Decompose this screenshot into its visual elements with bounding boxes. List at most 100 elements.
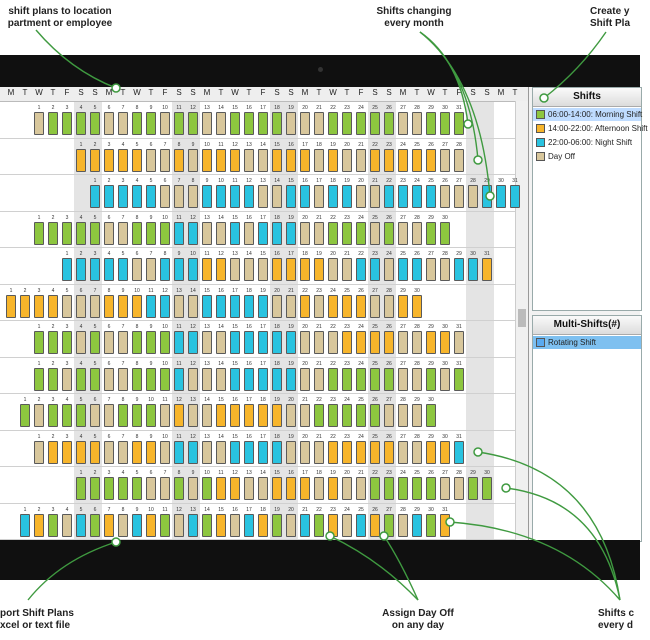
shift-cell[interactable] [244, 112, 254, 135]
shift-cell[interactable] [426, 185, 436, 208]
shift-cell[interactable] [118, 258, 128, 281]
shift-cell[interactable] [244, 440, 254, 464]
shift-cell[interactable] [202, 477, 212, 500]
shift-list-item[interactable]: 06:00-14:00: Morning Shift [533, 108, 642, 121]
shift-cell[interactable] [342, 294, 352, 318]
shift-cell[interactable] [286, 294, 296, 318]
shift-cell[interactable] [76, 367, 86, 391]
shift-cell[interactable] [244, 513, 254, 537]
shift-cell[interactable] [216, 258, 226, 281]
shift-cell[interactable] [230, 513, 240, 537]
shift-cell[interactable] [384, 440, 394, 464]
shift-cell[interactable] [48, 404, 58, 427]
shift-cell[interactable] [398, 148, 408, 172]
shift-cell[interactable] [146, 440, 156, 464]
shift-cell[interactable] [118, 513, 128, 537]
shift-cell[interactable] [160, 404, 170, 427]
shift-cell[interactable] [216, 148, 226, 172]
shift-cell[interactable] [188, 477, 198, 500]
shift-cell[interactable] [90, 148, 100, 172]
shift-cell[interactable] [286, 331, 296, 354]
shift-cell[interactable] [48, 112, 58, 135]
shift-cell[interactable] [244, 148, 254, 172]
shift-cell[interactable] [398, 221, 408, 245]
shift-cell[interactable] [62, 331, 72, 354]
shift-cell[interactable] [174, 185, 184, 208]
shift-cell[interactable] [146, 185, 156, 208]
shift-cell[interactable] [20, 513, 30, 537]
shift-cell[interactable] [216, 294, 226, 318]
shift-cell[interactable] [202, 112, 212, 135]
shift-cell[interactable] [412, 185, 422, 208]
shift-cell[interactable] [104, 185, 114, 208]
shift-cell[interactable] [426, 404, 436, 427]
shift-cell[interactable] [230, 258, 240, 281]
shift-cell[interactable] [174, 513, 184, 537]
shift-cell[interactable] [454, 440, 464, 464]
shift-cell[interactable] [230, 112, 240, 135]
shift-cell[interactable] [342, 477, 352, 500]
shift-list-item[interactable]: Day Off [533, 150, 641, 163]
shift-cell[interactable] [342, 331, 352, 354]
shift-cell[interactable] [370, 477, 380, 500]
shift-cell[interactable] [160, 112, 170, 135]
shift-cell[interactable] [272, 185, 282, 208]
shift-cell[interactable] [412, 367, 422, 391]
shift-cell[interactable] [384, 112, 394, 135]
shift-cell[interactable] [412, 294, 422, 318]
shift-cell[interactable] [62, 440, 72, 464]
shift-cell[interactable] [314, 112, 324, 135]
shift-cell[interactable] [160, 294, 170, 318]
shift-cell[interactable] [272, 404, 282, 427]
shift-cell[interactable] [174, 477, 184, 500]
shift-cell[interactable] [510, 185, 520, 208]
shift-cell[interactable] [202, 294, 212, 318]
shift-cell[interactable] [34, 294, 44, 318]
shift-cell[interactable] [286, 258, 296, 281]
shift-cell[interactable] [328, 221, 338, 245]
shift-cell[interactable] [370, 221, 380, 245]
shift-cell[interactable] [132, 404, 142, 427]
shift-cell[interactable] [258, 185, 268, 208]
shift-cell[interactable] [272, 331, 282, 354]
vertical-scrollbar[interactable] [515, 101, 528, 540]
shift-cell[interactable] [188, 404, 198, 427]
shift-cell[interactable] [440, 367, 450, 391]
shift-cell[interactable] [370, 513, 380, 537]
shift-cell[interactable] [244, 477, 254, 500]
shift-cell[interactable] [48, 440, 58, 464]
shift-cell[interactable] [258, 258, 268, 281]
shift-cell[interactable] [286, 185, 296, 208]
shift-cell[interactable] [440, 477, 450, 500]
shift-cell[interactable] [286, 367, 296, 391]
shift-cell[interactable] [356, 294, 366, 318]
shift-cell[interactable] [258, 440, 268, 464]
shift-cell[interactable] [230, 185, 240, 208]
shift-cell[interactable] [342, 367, 352, 391]
shift-cell[interactable] [20, 294, 30, 318]
shift-cell[interactable] [370, 258, 380, 281]
shift-cell[interactable] [62, 513, 72, 537]
shift-cell[interactable] [76, 294, 86, 318]
shift-cell[interactable] [34, 331, 44, 354]
shift-cell[interactable] [286, 221, 296, 245]
shift-cell[interactable] [286, 477, 296, 500]
shift-cell[interactable] [160, 148, 170, 172]
shift-cell[interactable] [468, 258, 478, 281]
shift-cell[interactable] [104, 294, 114, 318]
shift-cell[interactable] [188, 148, 198, 172]
shift-cell[interactable] [230, 148, 240, 172]
shift-cell[interactable] [118, 477, 128, 500]
shift-cell[interactable] [104, 513, 114, 537]
shift-cell[interactable] [412, 221, 422, 245]
scrollbar-thumb[interactable] [518, 309, 526, 327]
shift-cell[interactable] [48, 221, 58, 245]
shift-cell[interactable] [328, 112, 338, 135]
shift-cell[interactable] [314, 367, 324, 391]
shift-cell[interactable] [384, 294, 394, 318]
shift-cell[interactable] [412, 440, 422, 464]
shift-cell[interactable] [412, 513, 422, 537]
shift-cell[interactable] [48, 513, 58, 537]
shift-cell[interactable] [356, 404, 366, 427]
shift-cell[interactable] [146, 148, 156, 172]
